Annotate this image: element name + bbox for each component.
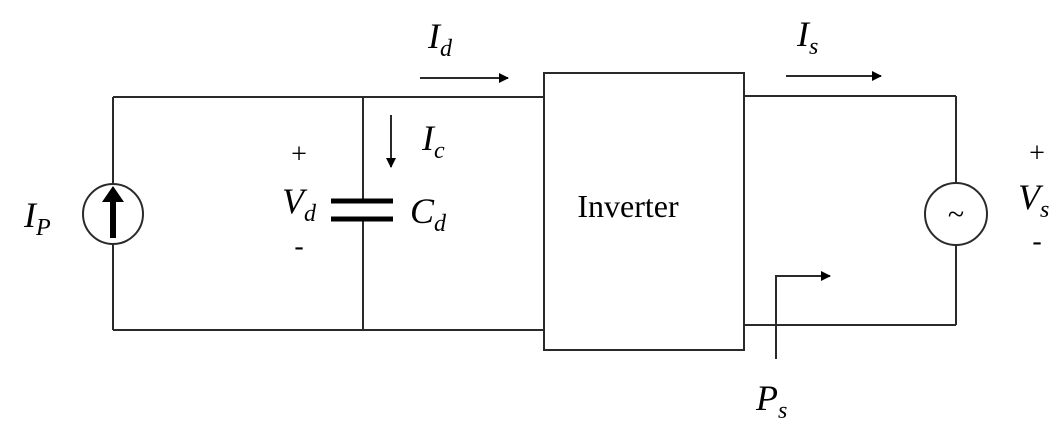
svg-text:Is: Is — [796, 14, 818, 60]
svg-text:-: - — [1032, 226, 1041, 257]
up-arrow-icon — [102, 186, 124, 202]
svg-text:Id: Id — [427, 16, 453, 62]
label-vd: + Vd - — [282, 139, 317, 262]
svg-text:Ic: Ic — [421, 118, 445, 164]
label-ps: Ps — [755, 378, 787, 424]
label-ip: IP — [23, 195, 51, 241]
label-vs: + Vs - — [1018, 138, 1049, 257]
inverter-label: Inverter — [577, 188, 679, 224]
ac-top-wire — [744, 95, 957, 183]
label-is: Is — [796, 14, 818, 60]
label-ic: Ic — [421, 118, 445, 164]
svg-text:+: + — [291, 139, 307, 170]
svg-text:IP: IP — [23, 195, 51, 241]
inverter-block: Inverter — [543, 72, 745, 351]
capacitor-branch — [331, 97, 393, 330]
current-source — [82, 183, 144, 245]
svg-text:+: + — [1029, 138, 1045, 169]
sine-wave-icon: ~ — [948, 198, 964, 231]
label-cd: Cd — [410, 191, 447, 237]
ac-voltage-source: ~ — [924, 182, 988, 246]
label-id: Id — [427, 16, 453, 62]
ac-bottom-wire — [744, 245, 957, 326]
svg-text:-: - — [294, 231, 303, 262]
svg-text:Vd: Vd — [282, 181, 317, 227]
svg-text:Ps: Ps — [755, 378, 787, 424]
svg-text:Cd: Cd — [410, 191, 447, 237]
svg-text:Vs: Vs — [1018, 177, 1049, 223]
ps-arrow-icon — [775, 271, 831, 359]
